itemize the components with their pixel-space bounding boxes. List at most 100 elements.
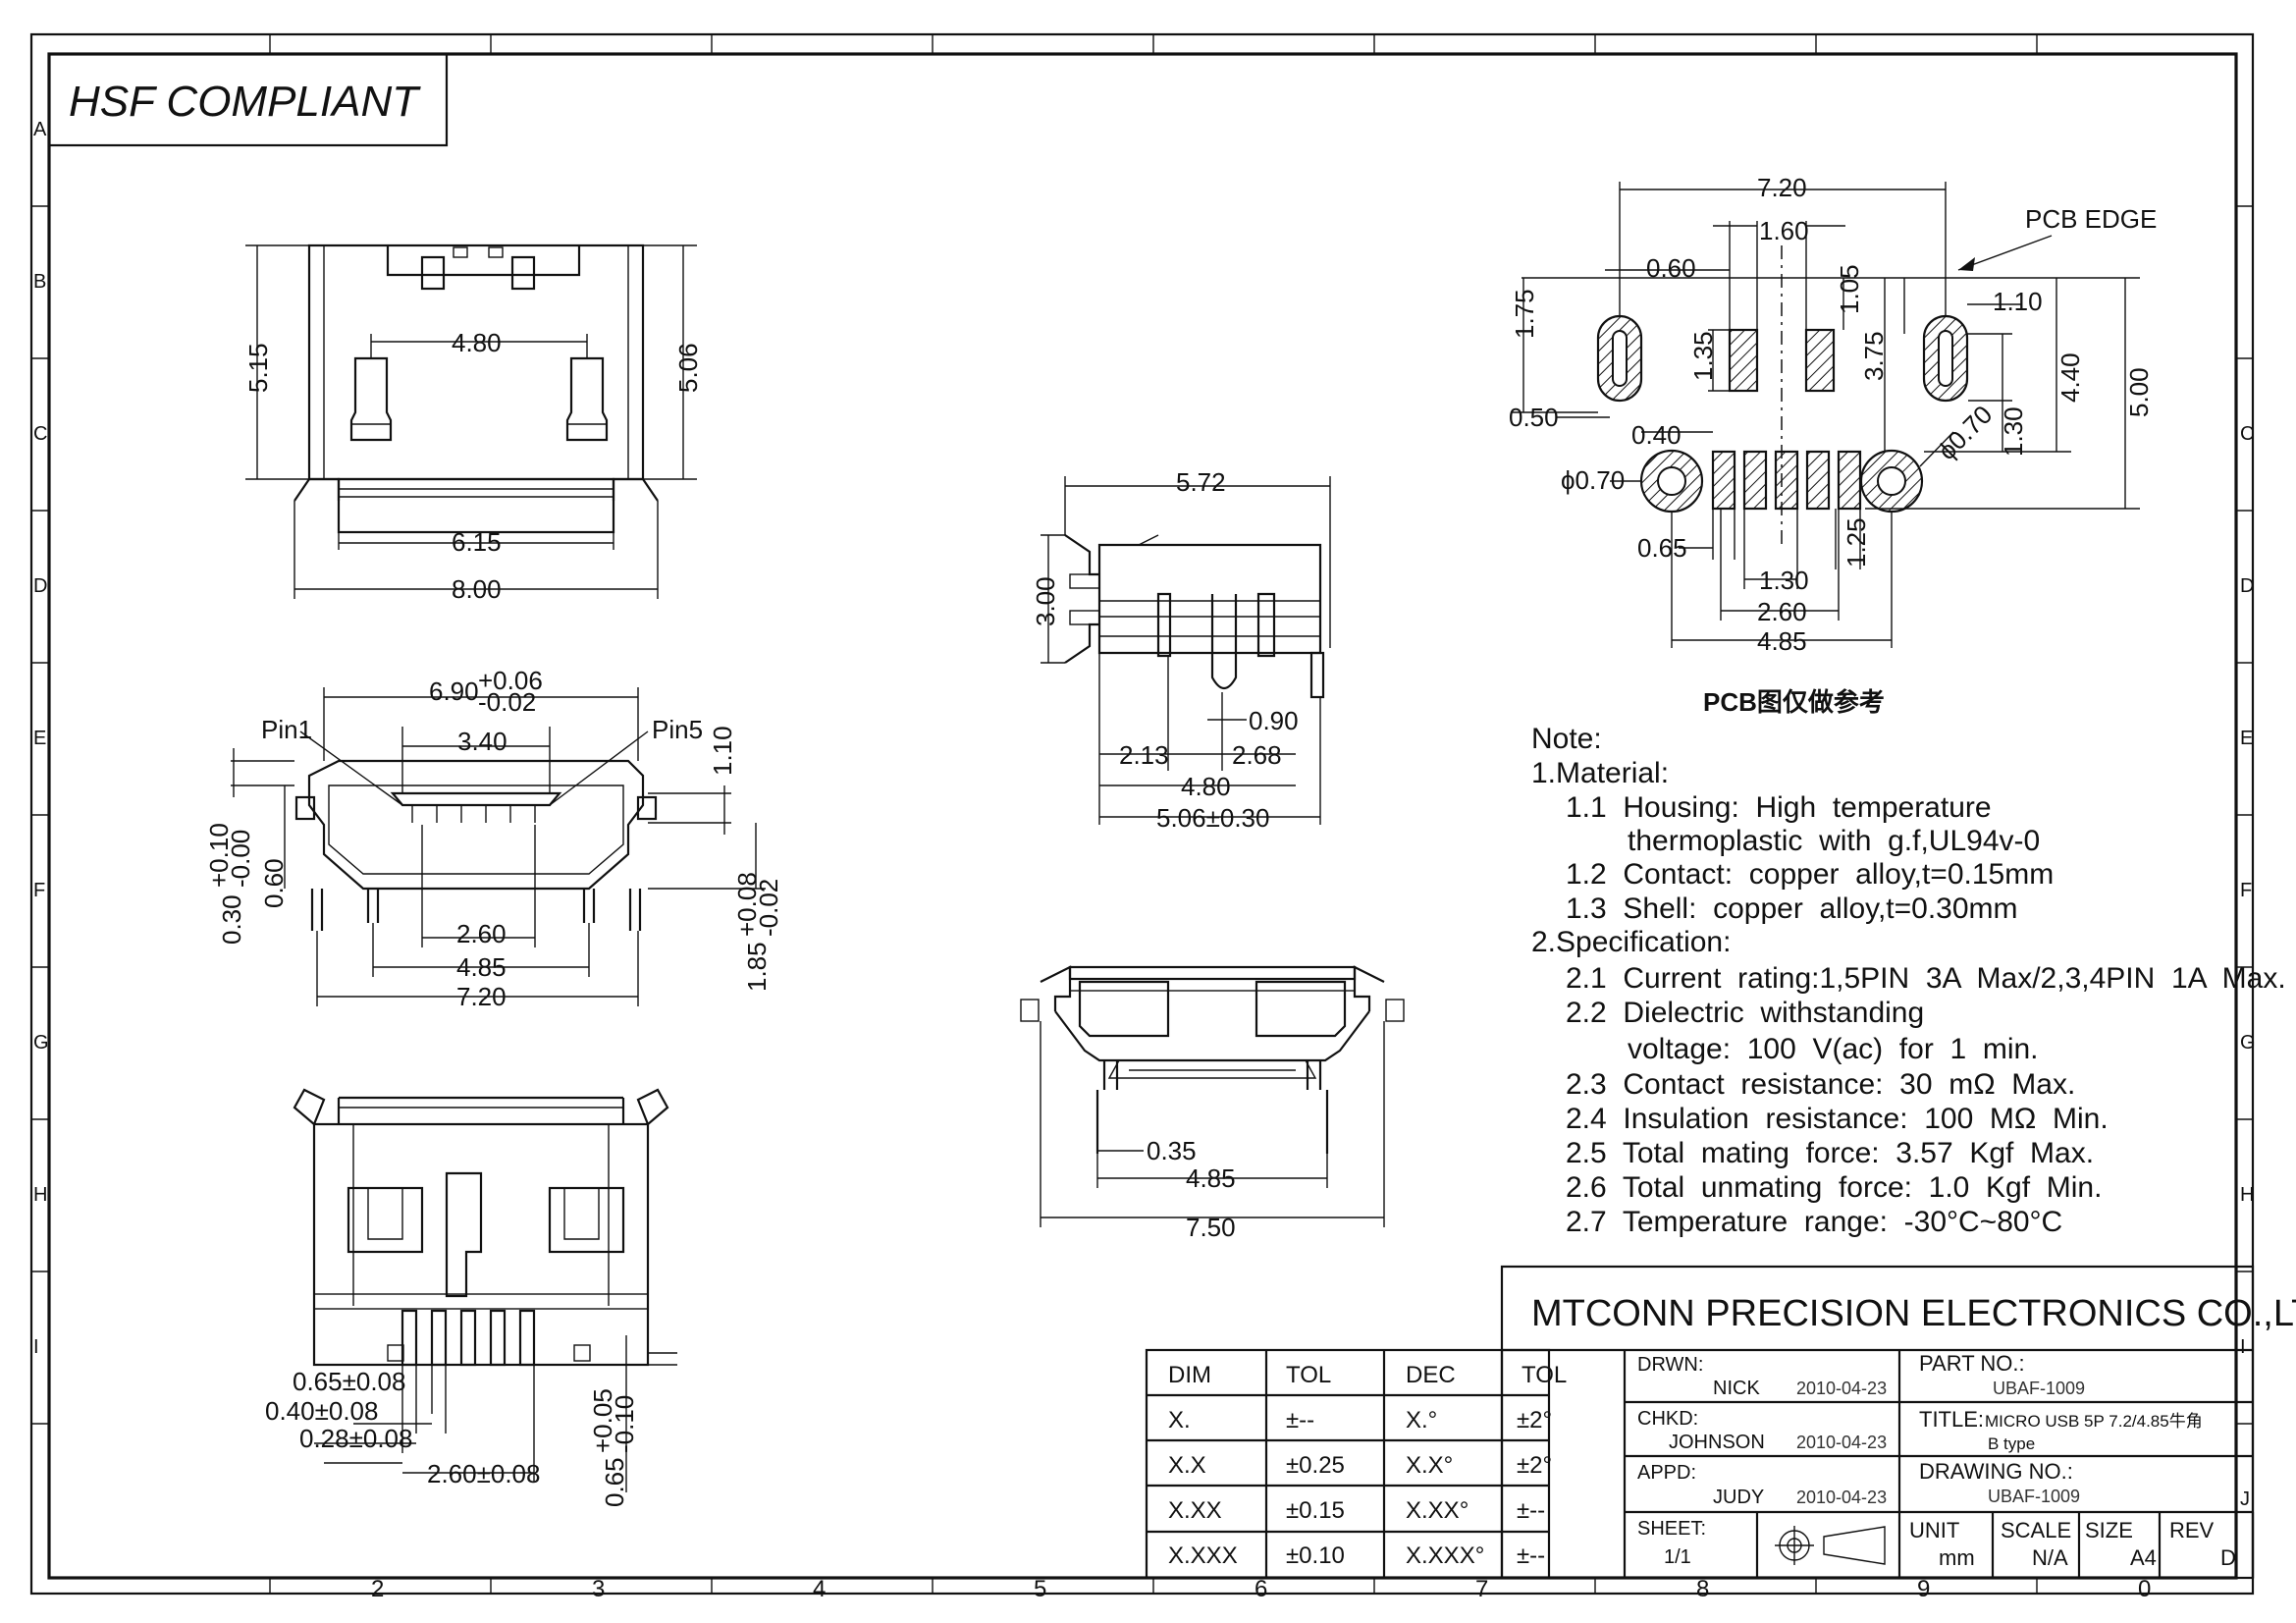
note-line: 2.5 Total mating force: 3.57 Kgf Max.	[1566, 1137, 2094, 1169]
note-line: thermoplastic with g.f,UL94v-0	[1628, 825, 2040, 857]
dim-label: 7.20	[1757, 173, 1807, 202]
table-cell: X.X°	[1406, 1452, 1453, 1479]
col-number: 6	[1255, 1576, 1267, 1602]
side-view: 5.72 3.00 0.90 2.13 2.68 4.80 5.06±0.30	[1031, 467, 1331, 833]
title-value-2: B type	[1988, 1434, 2035, 1453]
rear-view: 0.35 4.85 7.50	[1020, 965, 1405, 1242]
dim-label: 7.20	[456, 982, 507, 1011]
dim-tol: -0.02	[478, 687, 536, 717]
dim-label: 4.85	[1757, 626, 1807, 656]
appd-name: JUDY	[1713, 1487, 1764, 1508]
dim-label: 0.60	[1646, 253, 1696, 283]
dim-tol: -0.00	[226, 830, 255, 888]
pcb-edge-label: PCB EDGE	[2025, 204, 2157, 234]
dim-label: 5.15	[243, 343, 273, 393]
part-value: UBAF-1009	[1993, 1379, 2085, 1398]
drawing-value: UBAF-1009	[1988, 1487, 2080, 1506]
row-letter: G	[2240, 1032, 2256, 1054]
drawing-label: DRAWING NO.:	[1919, 1459, 2073, 1484]
note-line: 2.1 Current rating:1,5PIN 3A Max/2,3,4PI…	[1566, 962, 2286, 995]
front-view: 6.90 +0.06 -0.02 Pin1 Pin5 3.40 1.10 0.3…	[204, 666, 783, 1011]
note-line: 2.7 Temperature range: -30°C~80°C	[1566, 1206, 2062, 1238]
chkd-date: 2010-04-23	[1796, 1433, 1887, 1452]
row-letter: F	[33, 880, 45, 901]
row-letter: J	[2240, 1488, 2250, 1510]
row-letter: H	[2240, 1184, 2254, 1206]
projection-symbol-icon	[1775, 1526, 1886, 1565]
row-letter: B	[33, 271, 46, 293]
title-value: MICRO USB 5P 7.2/4.85牛角	[1985, 1412, 2203, 1431]
table-cell: X.XX°	[1406, 1497, 1468, 1524]
dim-label: 6.90	[429, 676, 479, 706]
dim-label: 8.00	[452, 574, 502, 604]
col-number: 4	[813, 1576, 826, 1602]
table-cell: ±--	[1517, 1497, 1545, 1524]
table-cell: ±0.15	[1286, 1497, 1345, 1524]
pcb-caption: PCB图仅做参考	[1703, 687, 1885, 717]
table-cell: ±--	[1517, 1542, 1545, 1569]
notes: Note: 1.Material: 1.1 Housing: High temp…	[1531, 723, 2286, 1238]
row-letter: A	[33, 119, 47, 140]
dim-label: 1.05	[1835, 264, 1864, 314]
dim-label: 2.68	[1232, 740, 1282, 770]
col-number: 8	[1696, 1576, 1709, 1602]
table-header: DEC	[1406, 1362, 1456, 1388]
table-cell: X.XXX°	[1406, 1542, 1484, 1569]
unit-value: mm	[1939, 1545, 1975, 1570]
note-line: 1.3 Shell: copper alloy,t=0.30mm	[1566, 893, 2018, 925]
table-cell: X.°	[1406, 1407, 1437, 1434]
dim-label: ϕ0.70	[1561, 465, 1625, 495]
dim-label: ϕ0.70	[1932, 400, 1998, 465]
table-cell: X.XXX	[1168, 1542, 1238, 1569]
row-letter: D	[33, 575, 47, 597]
dim-label: 4.85	[1186, 1163, 1236, 1193]
col-number: 7	[1475, 1576, 1488, 1602]
dim-label: 1.85	[742, 942, 772, 992]
dim-label: 4.80	[1181, 772, 1231, 801]
dim-label: 1.75	[1510, 289, 1539, 339]
row-letter: I	[33, 1336, 39, 1358]
dim-label: 1.60	[1759, 216, 1809, 245]
note-line: 2.3 Contact resistance: 30 mΩ Max.	[1566, 1068, 2075, 1101]
table-cell: ±2°	[1517, 1407, 1552, 1434]
col-number: 3	[592, 1576, 605, 1602]
dim-label: 0.35	[1147, 1136, 1197, 1165]
dim-label: 4.85	[456, 952, 507, 982]
note-line: Note:	[1531, 723, 1602, 755]
note-line: 1.1 Housing: High temperature	[1566, 791, 1992, 824]
title-block: MTCONN PRECISION ELECTRONICS CO.,LTD DRW…	[1500, 1265, 2296, 1580]
dim-label: 5.06	[673, 343, 703, 393]
dim-label: 3.40	[457, 727, 507, 756]
dim-label: 0.28±0.08	[299, 1424, 412, 1453]
table-header: TOL	[1522, 1362, 1567, 1388]
dim-label: 4.80	[452, 328, 502, 357]
note-line: 2.6 Total unmating force: 1.0 Kgf Min.	[1566, 1171, 2102, 1204]
bottom-view: 0.65±0.08 0.40±0.08 0.28±0.08 2.60±0.08 …	[265, 1088, 677, 1507]
row-letter: E	[2240, 728, 2253, 749]
note-line: 2.2 Dielectric withstanding	[1566, 997, 1924, 1029]
drwn-label: DRWN:	[1637, 1354, 1703, 1376]
table-cell: X.X	[1168, 1452, 1206, 1479]
table-header: TOL	[1286, 1362, 1331, 1388]
sheet-label: SHEET:	[1637, 1518, 1706, 1540]
note-line: 2.Specification:	[1531, 926, 1731, 958]
title-label: TITLE:	[1919, 1407, 1984, 1432]
drwn-name: NICK	[1713, 1378, 1760, 1399]
rev-value: D	[2220, 1545, 2236, 1570]
appd-label: APPD:	[1637, 1462, 1696, 1484]
chkd-name: JOHNSON	[1669, 1432, 1765, 1453]
dim-tol: +0.06	[478, 666, 543, 695]
table-cell: ±0.10	[1286, 1542, 1345, 1569]
sheet-value: 1/1	[1664, 1546, 1691, 1568]
row-letter: C	[2240, 423, 2254, 445]
dim-label: 1.30	[1999, 406, 2028, 457]
pin5-label: Pin5	[652, 715, 703, 744]
scale-value: N/A	[2032, 1545, 2068, 1570]
dim-label: 2.60±0.08	[427, 1459, 540, 1488]
note-line: 1.2 Contact: copper alloy,t=0.15mm	[1566, 858, 2054, 891]
dim-label: 2.13	[1119, 740, 1169, 770]
dim-label: 1.10	[1993, 287, 2043, 316]
dim-label: 1.25	[1842, 517, 1871, 568]
pin1-label: Pin1	[261, 715, 312, 744]
